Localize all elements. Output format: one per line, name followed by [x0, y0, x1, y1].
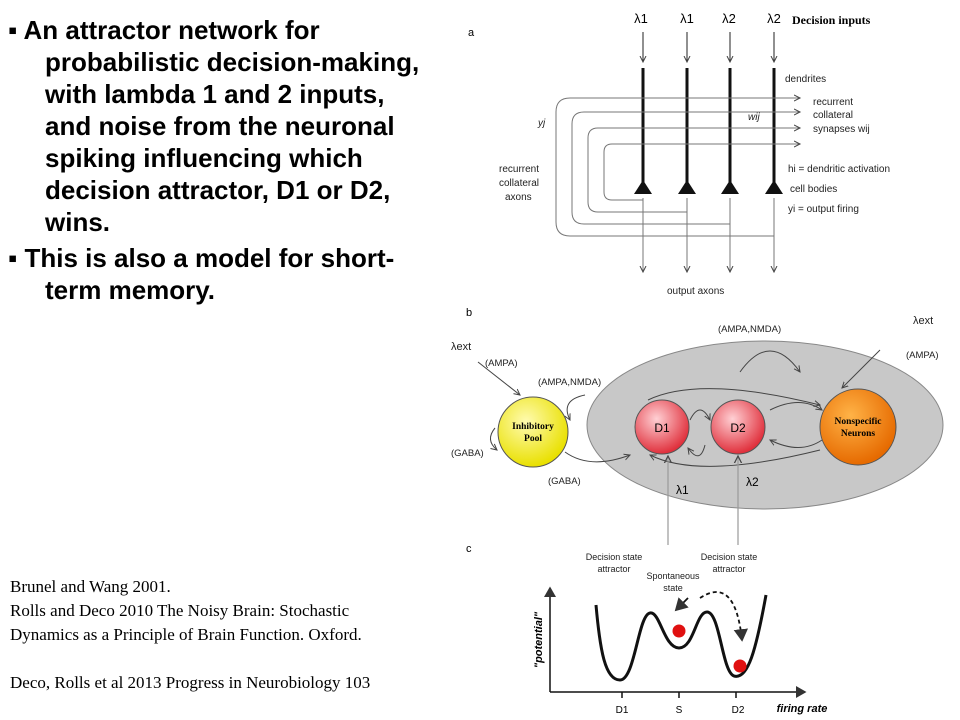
nonspecific-label-2: Neurons: [841, 429, 875, 439]
lambda-input-3: λ2: [722, 11, 736, 26]
d1-node: [634, 399, 690, 455]
decision-state-left-2: attractor: [597, 564, 630, 574]
recurrent-synapses-label-1: recurrent: [813, 97, 853, 108]
tick-s: S: [676, 705, 683, 716]
panel-c: c Decision state attractor Spontaneous s…: [466, 543, 827, 716]
recurrent-axons-label-2: collateral: [499, 178, 539, 189]
recurrent-axons-label-3: axons: [505, 192, 532, 203]
recurrent-axons-label-1: recurrent: [499, 164, 539, 175]
decision-state-right-2: attractor: [712, 564, 745, 574]
y-axis-label: "potential": [533, 611, 545, 668]
ampa-left-label: (AMPA): [485, 358, 518, 369]
recurrent-synapses-label-2: collateral: [813, 110, 853, 121]
decision-state-right-1: Decision state: [701, 552, 758, 562]
decision-state-left-1: Decision state: [586, 552, 643, 562]
dendritic-activation-label: hi = dendritic activation: [788, 164, 890, 175]
lambda2-label: λ2: [746, 475, 759, 489]
bullet-item: ▪ This is also a model for short-term me…: [8, 243, 395, 305]
references: Brunel and Wang 2001. Rolls and Deco 201…: [10, 575, 470, 695]
reference-rolls-line1: Rolls and Deco 2010 The Noisy Brain: Sto…: [10, 601, 350, 620]
panel-a-label: a: [468, 27, 475, 39]
gaba-bottom-label: (GABA): [548, 476, 581, 487]
lambda-input-lines: [668, 456, 738, 545]
bullet-item: ▪ An attractor network for probabilistic…: [8, 15, 420, 237]
yj-label: yj: [537, 118, 546, 129]
panel-a: a Decision inputs λ1 λ1 λ2 λ2: [468, 11, 890, 297]
reference-deco: Deco, Rolls et al 2013 Progress in Neuro…: [10, 673, 371, 692]
panel-b: b Inhibitory Pool Nonspecific: [451, 307, 944, 545]
transition-arrow-left: [674, 597, 689, 612]
lambda-ext-left-label: λext: [451, 341, 471, 353]
energy-landscape-curve: [594, 594, 768, 682]
spontaneous-state-2: state: [663, 583, 683, 593]
decision-state-ball: [733, 659, 747, 673]
recurrent-synapses-label-3: synapses wij: [813, 124, 870, 135]
transition-arrow-right: [699, 591, 748, 642]
inhibitory-pool-node: [497, 396, 569, 468]
inhibitory-label-2: Pool: [524, 434, 542, 444]
lambda-input-4: λ2: [767, 11, 781, 26]
bullet-list: ▪ An attractor network for probabilistic…: [8, 14, 428, 306]
panel-c-axes: [544, 586, 807, 698]
ampa-nmda-top-label: (AMPA,NMDA): [718, 324, 781, 335]
bullet-text: An attractor network for probabilistic d…: [23, 15, 420, 237]
tick-d2: D2: [732, 705, 745, 716]
d1-label: D1: [654, 421, 670, 435]
panel-b-connections: [477, 349, 881, 467]
lambda-input-1: λ1: [634, 11, 648, 26]
decision-inputs-label: Decision inputs: [792, 13, 871, 27]
dendrites-label: dendrites: [785, 74, 826, 85]
nonspecific-label-1: Nonspecific: [835, 417, 882, 427]
gaba-left-label: (GABA): [451, 448, 484, 459]
d2-label: D2: [730, 421, 746, 435]
dendrites-lines: [641, 68, 776, 185]
bullet-text: This is also a model for short-term memo…: [24, 243, 395, 305]
d2-node: [710, 399, 766, 455]
recurrent-loops: [555, 98, 800, 272]
panel-b-label: b: [466, 307, 472, 319]
nonspecific-node: [819, 388, 897, 466]
cell-bodies: [634, 180, 783, 194]
spontaneous-state-1: Spontaneous: [646, 571, 700, 581]
lambda-input-2: λ1: [680, 11, 694, 26]
tick-d1: D1: [616, 705, 629, 716]
panel-c-label: c: [466, 543, 472, 555]
cell-bodies-label: cell bodies: [790, 184, 837, 195]
reference-brunel: Brunel and Wang 2001.: [10, 577, 171, 596]
lambda1-label: λ1: [676, 483, 689, 497]
input-lines: [643, 32, 774, 62]
output-axons-label: output axons: [667, 286, 724, 297]
inhibitory-label-1: Inhibitory: [512, 422, 554, 432]
output-firing-label: yi = output firing: [788, 204, 859, 215]
ampa-right-label: (AMPA): [906, 350, 939, 361]
lambda-ext-right-label: λext: [913, 315, 933, 327]
ampa-nmda-left-label: (AMPA,NMDA): [538, 377, 601, 388]
reference-rolls-line2: Dynamics as a Principle of Brain Functio…: [10, 625, 362, 644]
spontaneous-state-ball: [672, 624, 686, 638]
x-axis-label: firing rate: [777, 703, 828, 715]
wij-label: wij: [748, 112, 760, 123]
